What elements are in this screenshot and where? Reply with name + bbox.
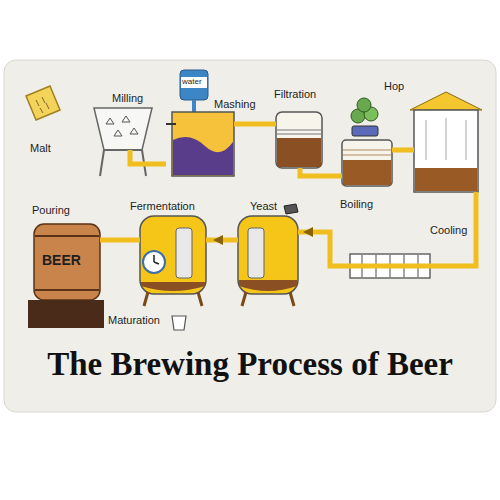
- pipe-connector: [106, 238, 126, 243]
- annotation-label: water: [182, 77, 202, 87]
- beer-barrel: [28, 224, 106, 328]
- pipe-connector: [398, 148, 410, 153]
- process-equipment: Fermentation: [126, 200, 214, 308]
- step-label: Milling: [112, 92, 143, 105]
- process-equipment: Boiling: [336, 136, 398, 214]
- pipe-connector: [258, 122, 272, 127]
- yeast-fermenter: [232, 204, 304, 306]
- step-label: Cooling: [430, 224, 467, 237]
- process-equipment: Mashing: [166, 70, 258, 182]
- pipe-connector: [158, 162, 166, 167]
- mash-tun: [166, 70, 258, 176]
- diagram-title: The Brewing Process of Beer: [0, 346, 500, 383]
- step-label: Malt: [30, 142, 51, 155]
- barrel-text: BEER: [42, 252, 81, 269]
- hop-plant: [351, 98, 378, 136]
- process-equipment: Milling: [90, 92, 158, 176]
- cooling-tank: [410, 92, 482, 242]
- process-equipment: PouringBEER: [26, 204, 106, 330]
- annotation-label: Hop: [384, 80, 404, 93]
- step-label: Fermentation: [130, 200, 195, 213]
- process-equipment: Cooling: [410, 96, 486, 242]
- pipe-connector: [304, 232, 476, 266]
- step-label: Filtration: [274, 88, 316, 101]
- fermentation-tank: [126, 216, 214, 306]
- process-equipment: Malt: [16, 84, 68, 164]
- step-label: Boiling: [340, 198, 373, 211]
- step-label: Pouring: [32, 204, 70, 217]
- process-equipment: Yeast: [232, 200, 304, 308]
- mill-machine: [94, 108, 158, 176]
- pipe-connector: [300, 172, 336, 176]
- annotation-label: Maturation: [108, 314, 160, 327]
- step-label: Mashing: [214, 98, 256, 111]
- bucket: [172, 316, 186, 330]
- process-equipment: Filtration: [272, 88, 328, 172]
- step-label: Yeast: [250, 200, 277, 213]
- filtration-vessel: [272, 112, 322, 172]
- boiling-kettle: [336, 140, 398, 186]
- malt-bag: [26, 86, 60, 120]
- pipe-connector: [214, 238, 232, 243]
